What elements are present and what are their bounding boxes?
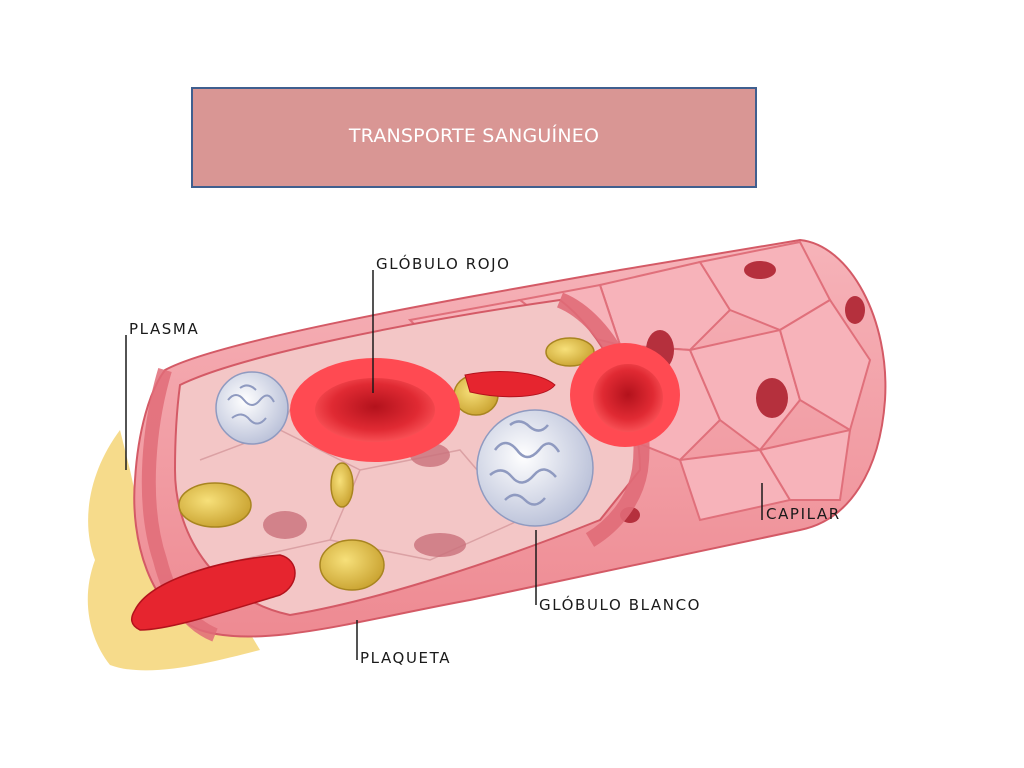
label-globulo-blanco: GLÓBULO BLANCO <box>539 596 702 614</box>
label-plaqueta: PLAQUETA <box>360 649 452 667</box>
title-box: TRANSPORTE SANGUÍNEO <box>191 87 757 188</box>
label-plasma: PLASMA <box>129 320 200 338</box>
label-globulo-rojo: GLÓBULO ROJO <box>376 255 511 273</box>
cell-nuclei <box>620 261 865 523</box>
slide-title: TRANSPORTE SANGUÍNEO <box>348 124 600 147</box>
leader-lines <box>125 270 763 660</box>
white-blood-cell-small <box>215 371 289 445</box>
lumen-nuclei <box>263 443 466 557</box>
wall-rim-right <box>556 292 650 547</box>
red-blood-cells <box>130 343 680 631</box>
label-capilar: CAPILAR <box>766 505 841 523</box>
white-blood-cell-large <box>476 409 594 527</box>
